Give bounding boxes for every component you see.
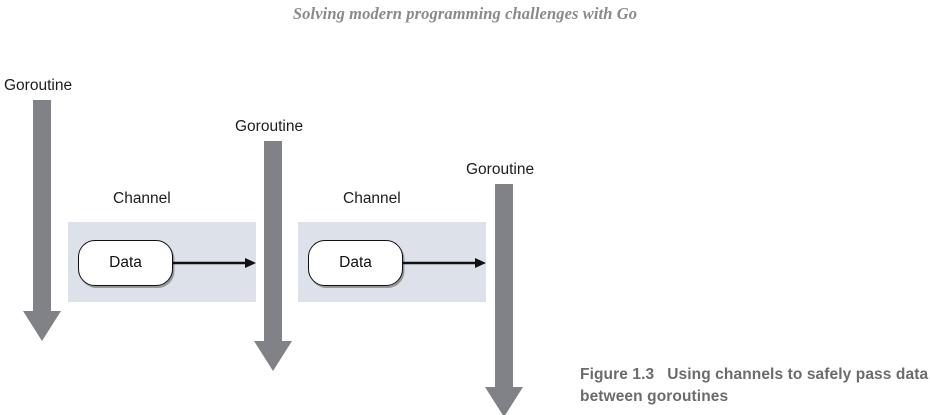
goroutine-1-label: Goroutine (4, 77, 73, 94)
figure-caption-number: Figure 1.3 (580, 366, 655, 383)
channel-2-data-label: Data (339, 254, 372, 271)
running-head: Solving modern programming challenges wi… (292, 4, 638, 23)
channel-1-data-label: Data (109, 254, 142, 271)
channel-2-data-arrow-icon (403, 258, 486, 268)
goroutine-3-label: Goroutine (466, 161, 535, 178)
goroutine-1-arrow-icon (23, 100, 61, 341)
figure-caption-text: Using channels to safely pass data betwe… (580, 366, 929, 406)
channel-1-data-pill: Data (78, 240, 173, 286)
channel-1-data-arrow-icon (173, 258, 256, 268)
goroutine-2-label: Goroutine (235, 118, 304, 135)
channel-2-label: Channel (343, 190, 401, 207)
goroutine-3-arrow-icon (485, 184, 523, 415)
channel-2-data-pill: Data (308, 240, 403, 286)
goroutine-2-arrow-icon (254, 141, 292, 371)
channel-1-label: Channel (113, 190, 171, 207)
